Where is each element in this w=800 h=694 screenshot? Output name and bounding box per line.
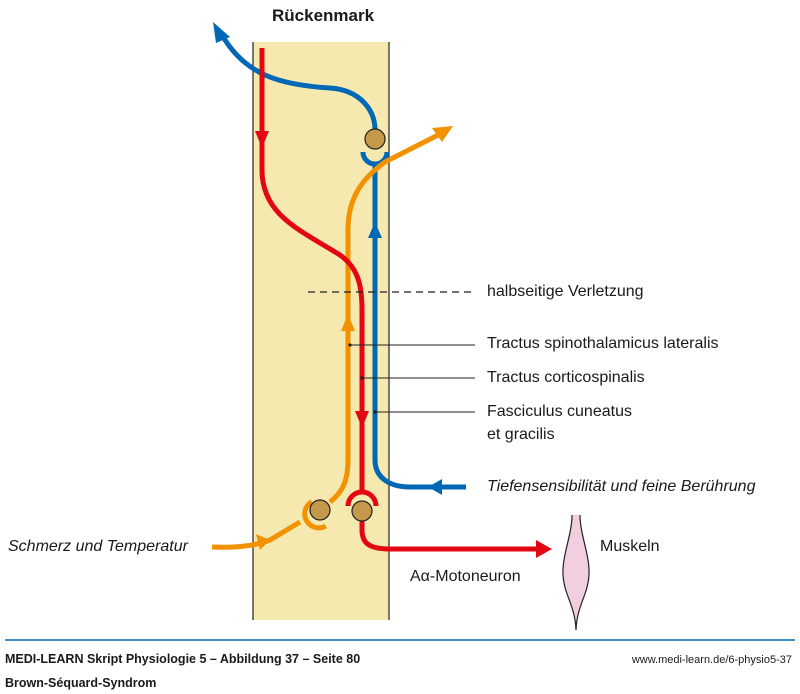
motoneuron-suffix: -Motoneuron xyxy=(429,568,521,585)
footer-caption: Brown-Séquard-Syndrom xyxy=(5,676,157,690)
red-arrow-down xyxy=(355,411,369,428)
label-pain-temperature: Schmerz und Temperatur xyxy=(8,538,188,555)
label-fasciculus-2: et gracilis xyxy=(487,426,555,443)
blue-arrow-top xyxy=(213,22,230,43)
motoneuron-prefix: A xyxy=(410,568,421,585)
title: Rückenmark xyxy=(272,6,375,25)
orange-arrow-up xyxy=(341,314,355,331)
label-lesion: halbseitige Verletzung xyxy=(487,283,644,300)
label-fasciculus-1: Fasciculus cuneatus xyxy=(487,403,632,420)
red-arrow-right xyxy=(536,540,552,558)
label-corticospinal: Tractus corticospinalis xyxy=(487,369,645,386)
label-motoneuron: Aα-Motoneuron xyxy=(410,568,521,586)
neuron-pain xyxy=(309,499,331,521)
orange-arrow-exit xyxy=(432,126,453,142)
motoneuron-greek: α xyxy=(420,568,430,585)
neuron-motor xyxy=(351,500,373,522)
blue-pathway xyxy=(219,33,466,490)
label-muscles: Muskeln xyxy=(600,538,660,555)
footer-source: MEDI-LEARN Skript Physiologie 5 – Abbild… xyxy=(5,652,361,666)
blue-arrow-left xyxy=(428,479,442,495)
muscle-shape xyxy=(562,514,590,631)
red-pathway xyxy=(259,48,538,552)
neuron-dorsal-column xyxy=(364,128,386,150)
spinal-cord xyxy=(253,42,389,620)
blue-arrow-up xyxy=(368,222,382,238)
label-spinothalamic: Tractus spinothalamicus lateralis xyxy=(487,335,719,352)
red-arrow-down-top xyxy=(255,131,269,148)
orange-arrow-right xyxy=(256,534,270,550)
label-deep-sensitivity: Tiefensensibilität und feine Berührung xyxy=(487,478,756,495)
footer-url: www.medi-learn.de/6-physio5-37 xyxy=(631,654,792,666)
